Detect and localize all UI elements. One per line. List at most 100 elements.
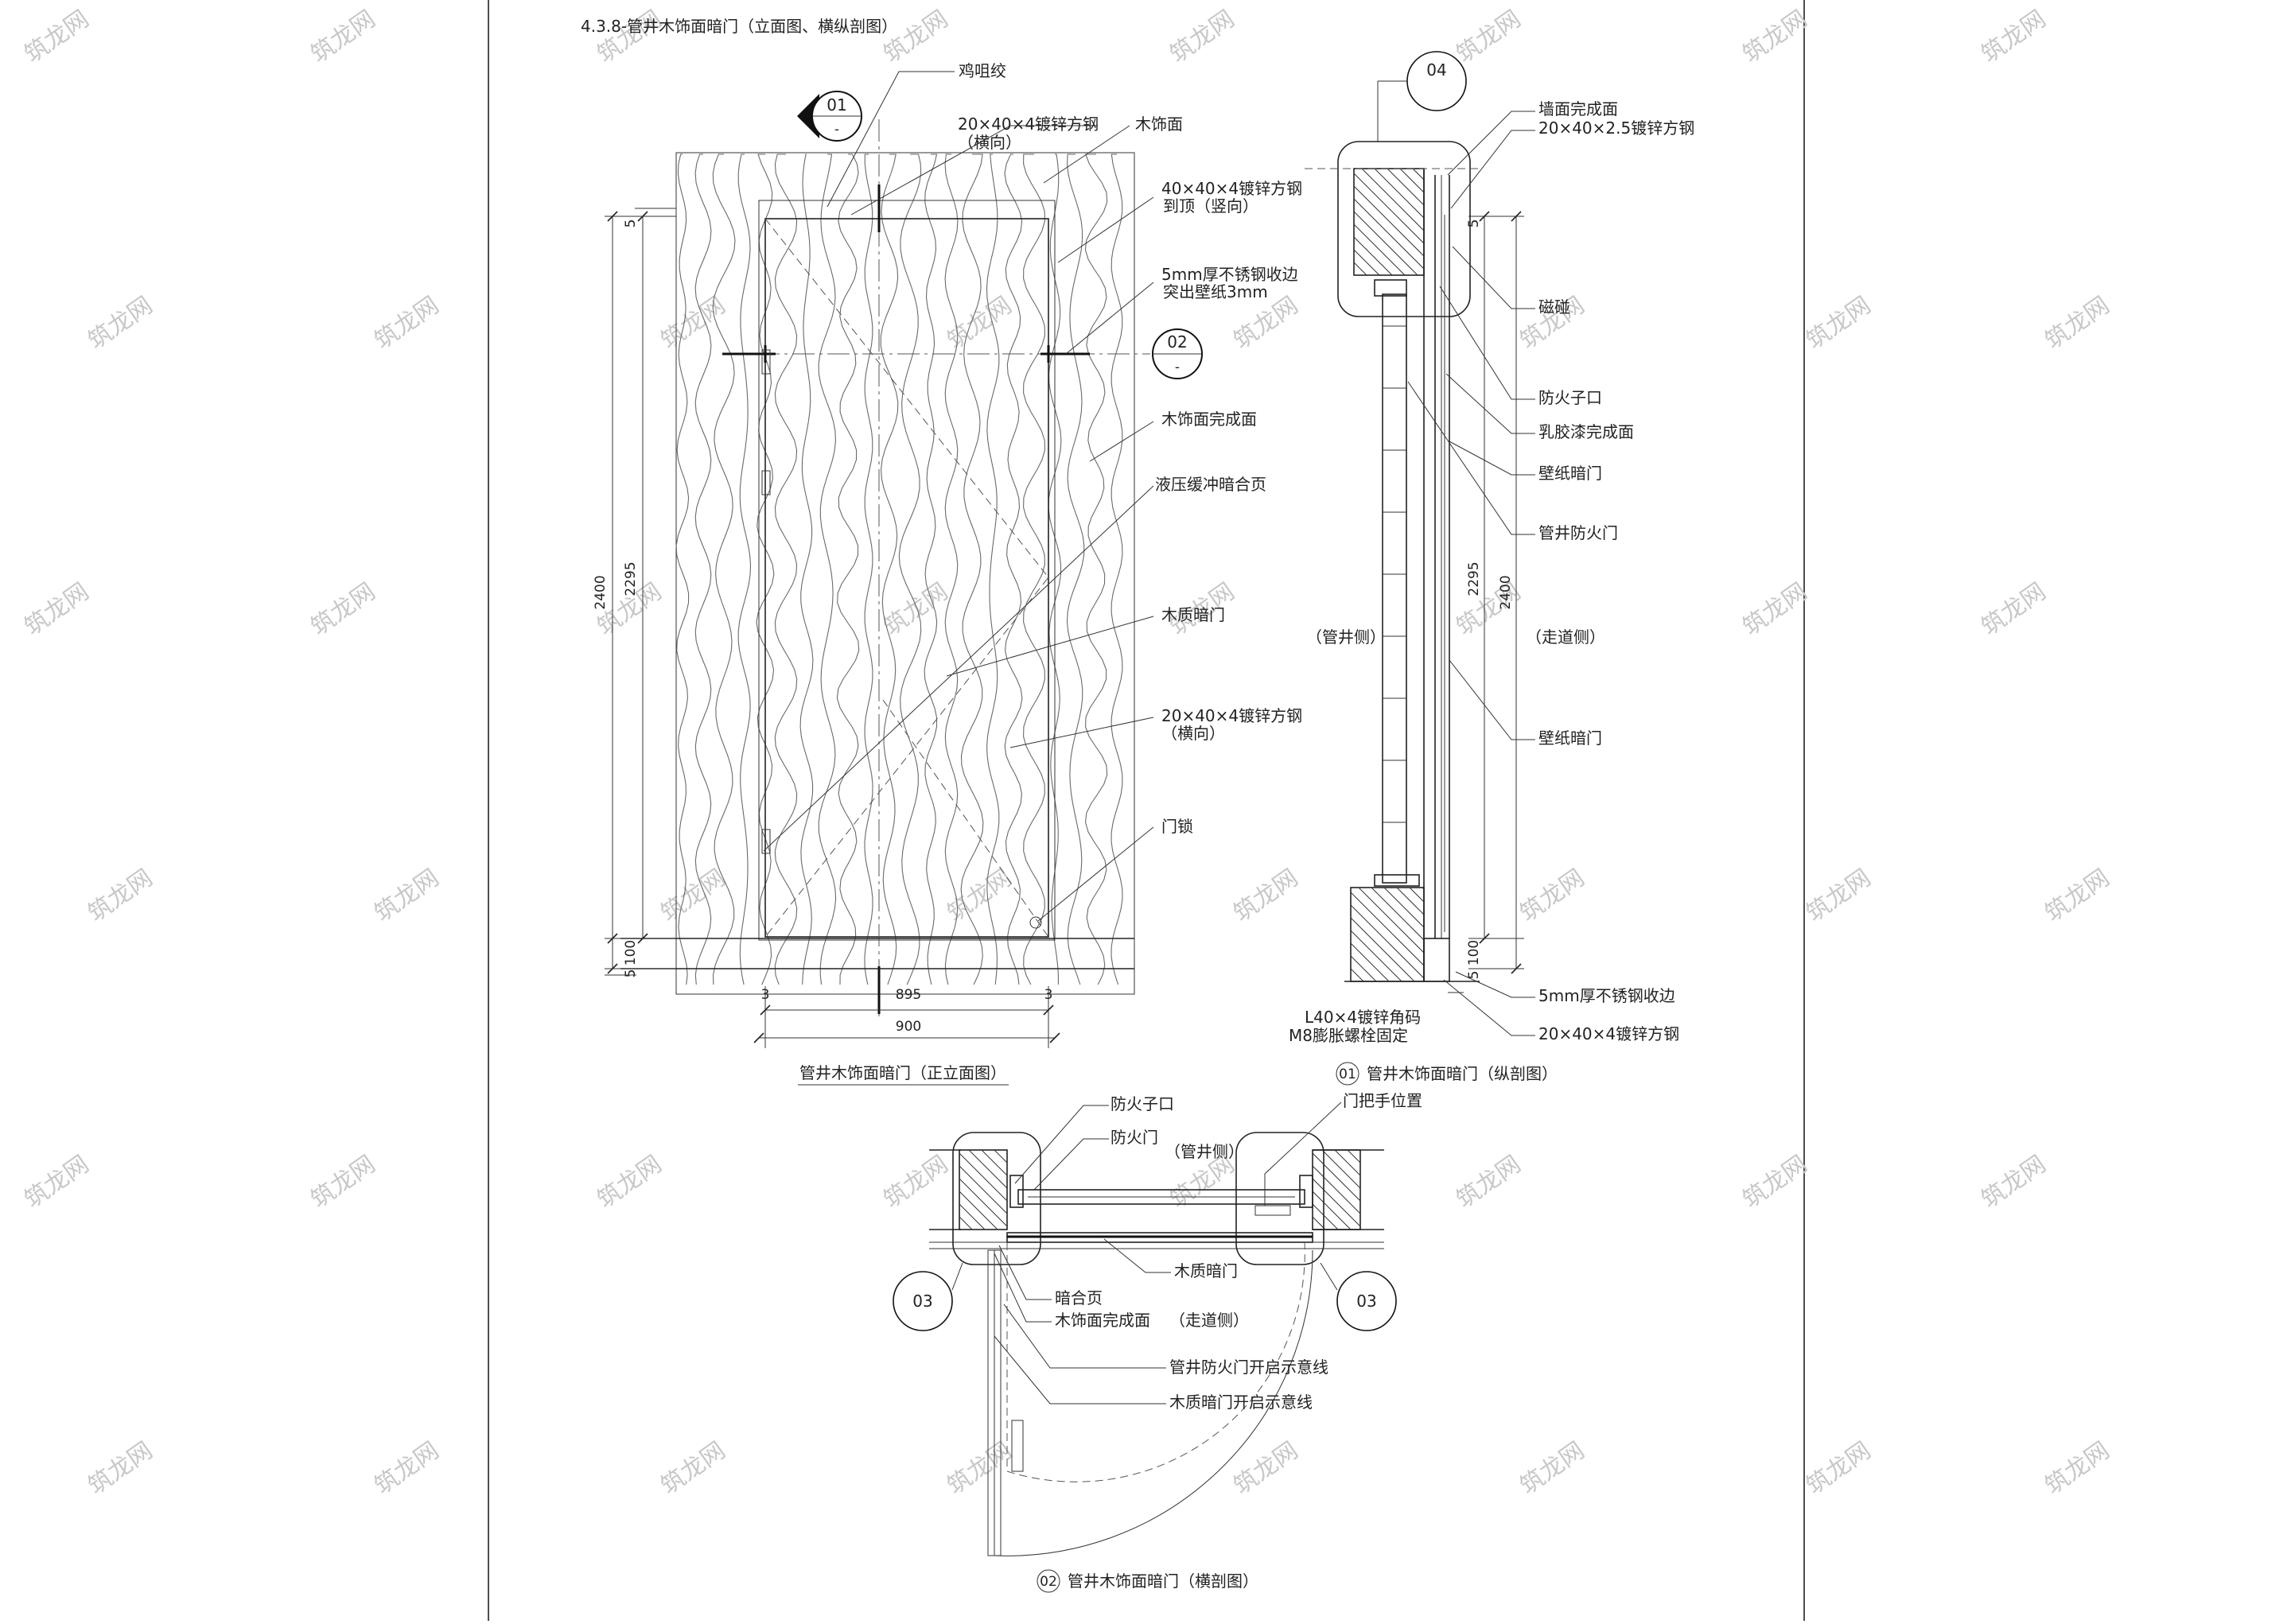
vs-callout-fire-seal: 防火子口: [1538, 388, 1602, 407]
section-arrow-01: [797, 94, 819, 138]
wood-grain-line: [774, 153, 798, 985]
hatch-line: [1350, 968, 1364, 982]
wood-grain-line: [1004, 153, 1023, 985]
watermark-text: 筑龙网: [593, 5, 667, 68]
watermark-text: 筑龙网: [1977, 577, 2052, 641]
watermark-text: 筑龙网: [593, 1150, 667, 1214]
wood-grain-line: [898, 153, 922, 985]
watermark-text: 筑龙网: [370, 1436, 445, 1500]
callout-steel-20x40-top: 20×40×4镀锌方钢: [958, 115, 1099, 134]
watermark-text: 筑龙网: [943, 291, 1017, 355]
watermark-text: 筑龙网: [879, 1150, 954, 1214]
watermark-text: 筑龙网: [84, 1436, 158, 1500]
section-mark-02: 02 -: [1152, 328, 1203, 379]
watermark-text: 筑龙网: [1229, 864, 1304, 927]
base-angle: [1423, 938, 1450, 982]
hatch-line: [1412, 168, 1425, 181]
dim-top-gap: 5: [623, 220, 639, 228]
watermark-text: 筑龙网: [2040, 291, 2115, 355]
hs-caption: 管井木饰面暗门（横剖图）: [1068, 1572, 1258, 1591]
hatch-line: [1353, 236, 1393, 276]
watermark-text: 筑龙网: [1802, 291, 1877, 355]
wood-grain-line: [737, 153, 752, 985]
hatch-line: [1353, 185, 1425, 257]
detail-boundary-left: [952, 1132, 1041, 1265]
dim-total-width: 900: [896, 1019, 921, 1035]
watermark-text: 筑龙网: [1738, 5, 1813, 68]
hatch-line: [1334, 1149, 1361, 1176]
hatch-line: [959, 1178, 1008, 1227]
hs-callout-handle-position: 门把手位置: [1343, 1091, 1422, 1110]
vs-callout-steel-trim: 5mm厚不锈钢收边: [1538, 986, 1675, 1005]
detail-bubble-03-right: [1336, 1271, 1397, 1331]
hatch-line: [981, 1149, 1008, 1176]
watermark-text: 筑龙网: [656, 291, 731, 355]
vs-callout-shaft-fire-door: 管井防火门: [1538, 523, 1618, 542]
hatch-line: [1312, 1203, 1339, 1230]
dim-door-height: 2295: [623, 561, 639, 596]
watermark-text: 筑龙网: [656, 1436, 731, 1500]
vs-callout-wall-finish: 墙面完成面: [1538, 99, 1618, 118]
watermark-text: 筑龙网: [84, 864, 158, 927]
sheet-title: 4.3.8-管井木饰面暗门（立面图、横纵剖图）: [581, 17, 897, 36]
fire-door-frame-bottom: [1374, 874, 1420, 887]
wood-grain-line: [1023, 153, 1045, 985]
elevation-caption: 管井木饰面暗门（正立面图）: [799, 1063, 1006, 1082]
hatch-line: [1358, 887, 1425, 954]
callout-wood-veneer: 木饰面: [1135, 115, 1183, 134]
vs-callout-steel-20x40: 20×40×4镀锌方钢: [1538, 1024, 1679, 1043]
hs-callout-wood-finish: 木饰面完成面: [1055, 1311, 1150, 1330]
hs-callout-corridor-side: （走道侧）: [1169, 1311, 1249, 1330]
hatch-line: [1353, 223, 1406, 276]
door-swing-diagonal: [764, 218, 1049, 938]
watermark-text: 筑龙网: [20, 1150, 95, 1214]
section-num-02: 02: [1167, 332, 1187, 352]
hatch-line: [1396, 887, 1425, 915]
dim-total-height: 2400: [593, 575, 609, 609]
hinge-mark-top: [761, 349, 771, 375]
hs-callout-wood-door: 木质暗门: [1174, 1261, 1238, 1280]
wood-grain-line: [799, 153, 814, 985]
lock-diagonal: [882, 699, 1049, 938]
hs-callout-fire-seal: 防火子口: [1110, 1094, 1174, 1113]
hatch-line: [959, 1165, 1008, 1214]
wood-door-swing-arc: [994, 1249, 1313, 1556]
detail-num-03-left: 03: [912, 1292, 932, 1311]
elevation-view: 01 - 02 - 鸡咀绞 20×40×4镀锌方钢 （横向） 木饰: [593, 61, 1302, 1086]
hatch-line: [1312, 1165, 1361, 1214]
callout-steel-40x40-note: 到顶（竖向）: [1163, 196, 1258, 216]
callout-hydraulic-hinge: 液压缓冲暗合页: [1155, 475, 1266, 494]
door-handle-open: [1011, 1420, 1024, 1472]
hs-callout-wood-door-swing: 木质暗门开启示意线: [1169, 1393, 1313, 1412]
hatch-line: [1409, 887, 1425, 903]
hatch-line: [959, 1203, 986, 1230]
hatch-line: [1353, 211, 1418, 276]
hatch-line: [1371, 887, 1425, 941]
watermark-text: 筑龙网: [943, 1436, 1017, 1500]
watermark-text: 筑龙网: [1738, 577, 1813, 641]
door-leaf-ribs: [1383, 325, 1406, 823]
dim-side-gap-left: 3: [761, 987, 770, 1003]
hatch-line: [1321, 1149, 1361, 1189]
horizontal-section-view: 03 03 防火子口 防火门 （管井侧） 门把手位置 木质暗门 暗合页 木饰面完…: [893, 1091, 1422, 1593]
horizontal-section-leaders: [994, 1101, 1342, 1404]
vs-dim-bottom: 100: [1466, 940, 1482, 965]
wood-grain-line: [712, 153, 736, 985]
hatch-line: [1383, 887, 1425, 928]
watermark-text: 筑龙网: [20, 577, 95, 641]
watermark-text: 筑龙网: [1802, 1436, 1877, 1500]
lock-mark: [1029, 916, 1042, 929]
watermark-text: 筑龙网: [2040, 864, 2115, 927]
hatch-line: [1353, 198, 1425, 270]
watermark-text: 筑龙网: [1802, 864, 1877, 927]
watermark-text: 筑龙网: [1515, 864, 1590, 927]
elevation-dimensions: [605, 208, 1060, 1048]
vs-caption-bubble: [1336, 1062, 1359, 1086]
callout-hinge: 鸡咀绞: [959, 61, 1006, 80]
vs-caption-num: 01: [1339, 1066, 1356, 1082]
detail-boundary-top: [1337, 141, 1471, 317]
vertical-section-dimensions: [1468, 211, 1524, 974]
door-frame-outer: [758, 200, 1056, 941]
detail-boundary-right: [1235, 1132, 1324, 1265]
